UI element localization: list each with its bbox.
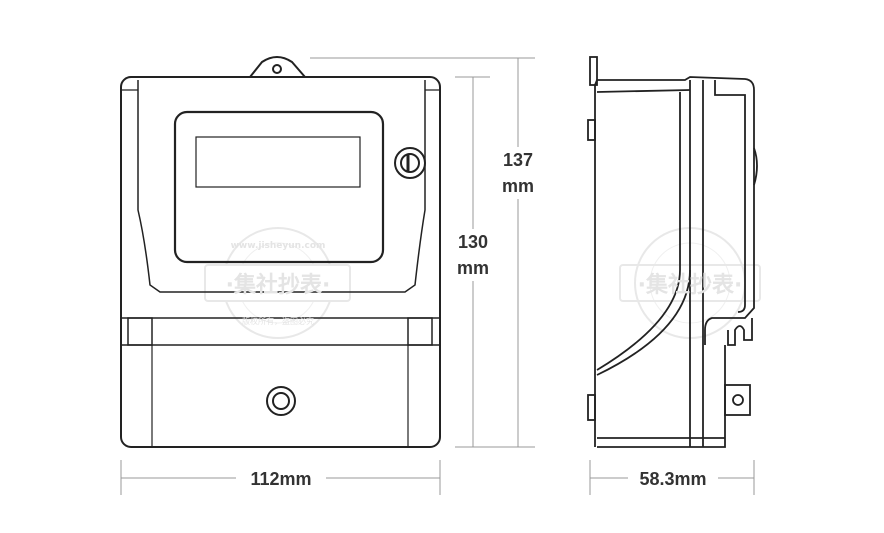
side-view	[587, 56, 758, 448]
total-height-value: 137	[502, 150, 534, 170]
total-height-label: 137 mm	[498, 147, 538, 199]
watermark-brand: ·集社抄表·	[226, 272, 331, 298]
front-view	[120, 56, 441, 448]
dimension-lines	[120, 57, 755, 495]
body-height-unit: mm	[456, 258, 489, 278]
watermark-url: www.jisheyun.com	[231, 241, 326, 251]
total-height-unit: mm	[501, 176, 534, 196]
body-height-value: 130	[457, 232, 489, 252]
depth-label: 58.3mm	[628, 466, 718, 492]
watermark-notice: 版权所有，盗图必究	[242, 316, 314, 326]
width-label: 112mm	[236, 466, 326, 492]
watermark-brand-side: ·集社抄表·	[638, 272, 743, 298]
body-height-label: 130 mm	[453, 229, 493, 281]
